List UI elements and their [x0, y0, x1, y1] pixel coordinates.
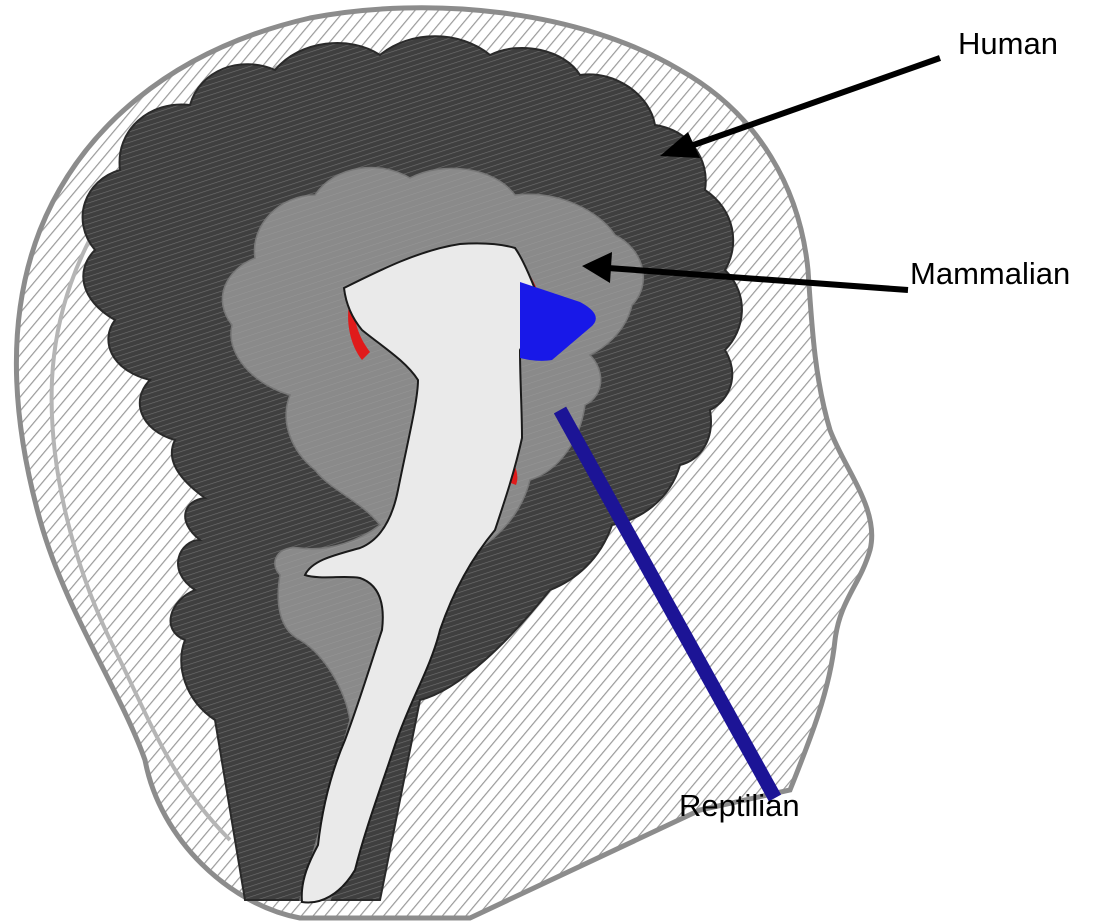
label-human: Human [958, 28, 1058, 59]
label-reptilian: Reptilian [679, 790, 800, 821]
label-mammalian: Mammalian [910, 258, 1070, 289]
